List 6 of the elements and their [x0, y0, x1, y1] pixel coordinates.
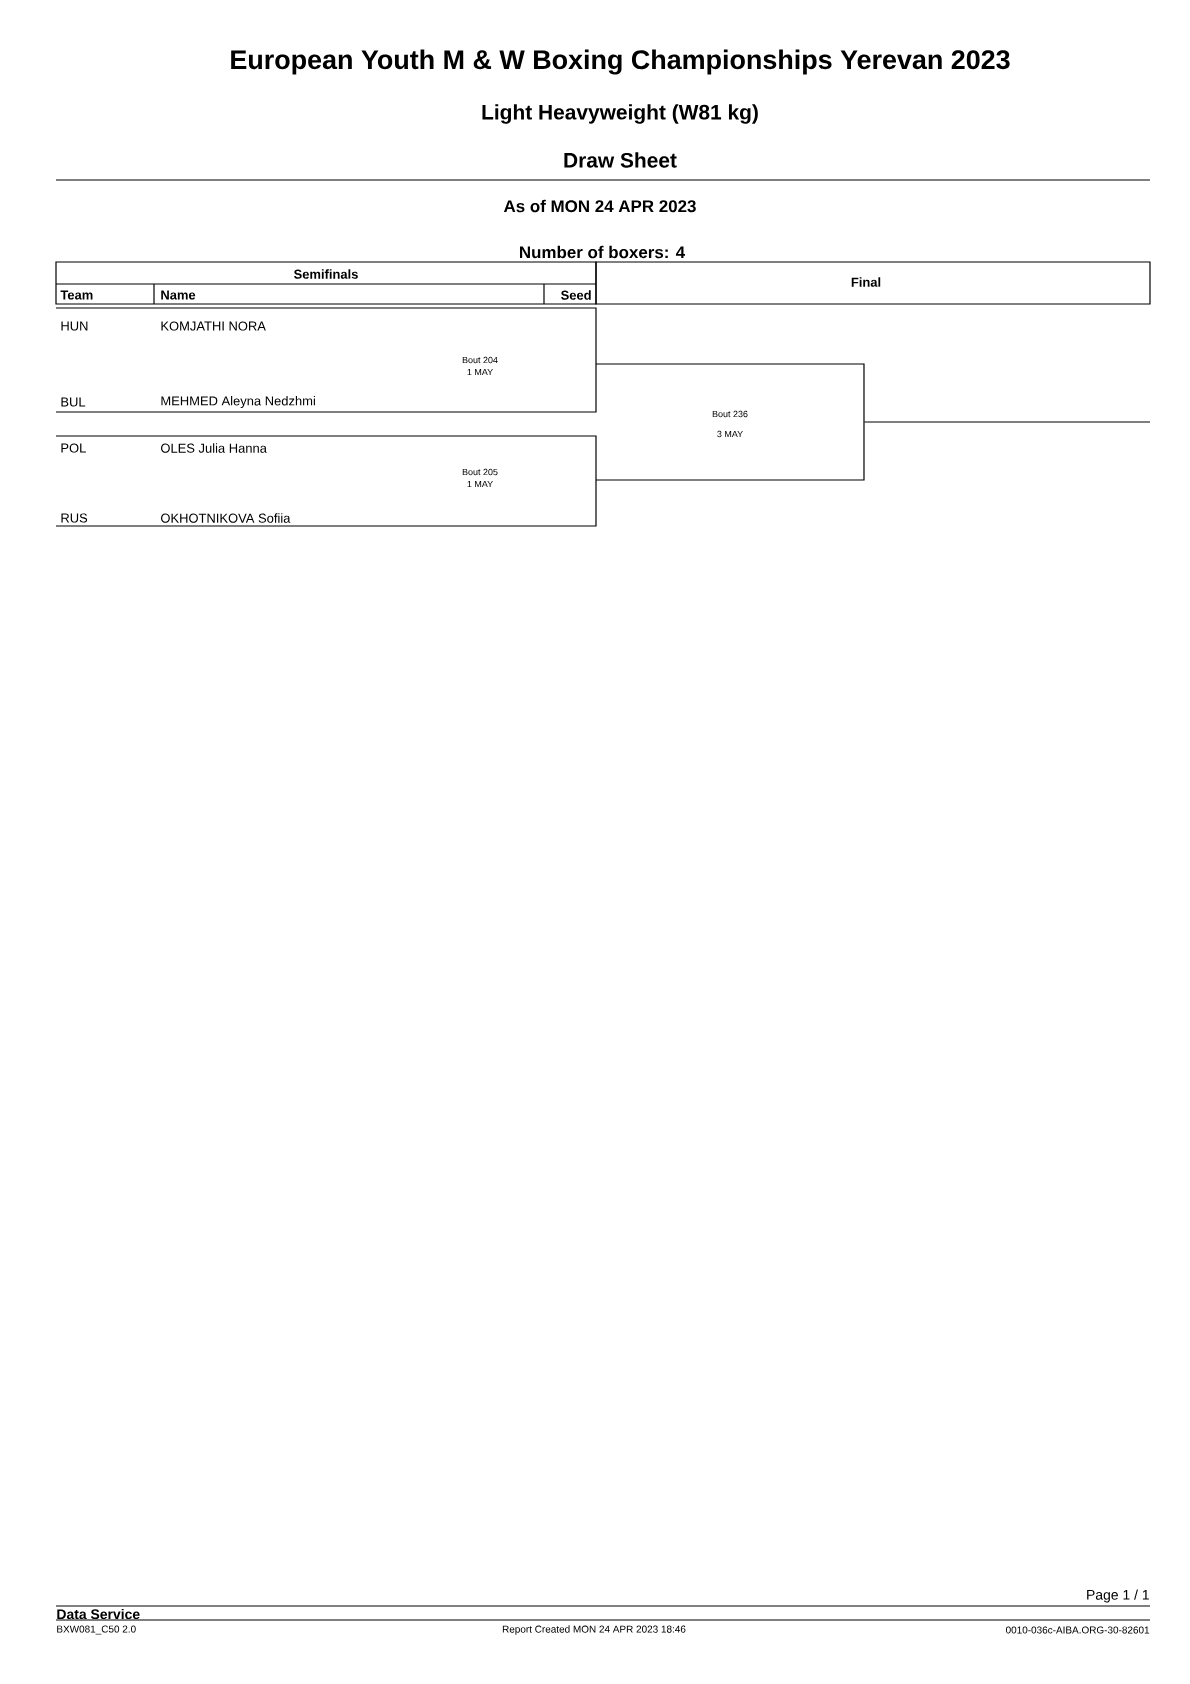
subtitle: Light Heavyweight (W81 kg) [482, 104, 758, 124]
winner-line [863, 421, 1151, 423]
boxer-count: Number of boxers: 4 [520, 245, 686, 259]
date-line: As of MON 24 APR 2023 [503, 199, 696, 213]
title: European Youth M & W Boxing Championships Yerevan 2023 [231, 49, 1010, 75]
heading: Draw Sheet [564, 152, 677, 168]
